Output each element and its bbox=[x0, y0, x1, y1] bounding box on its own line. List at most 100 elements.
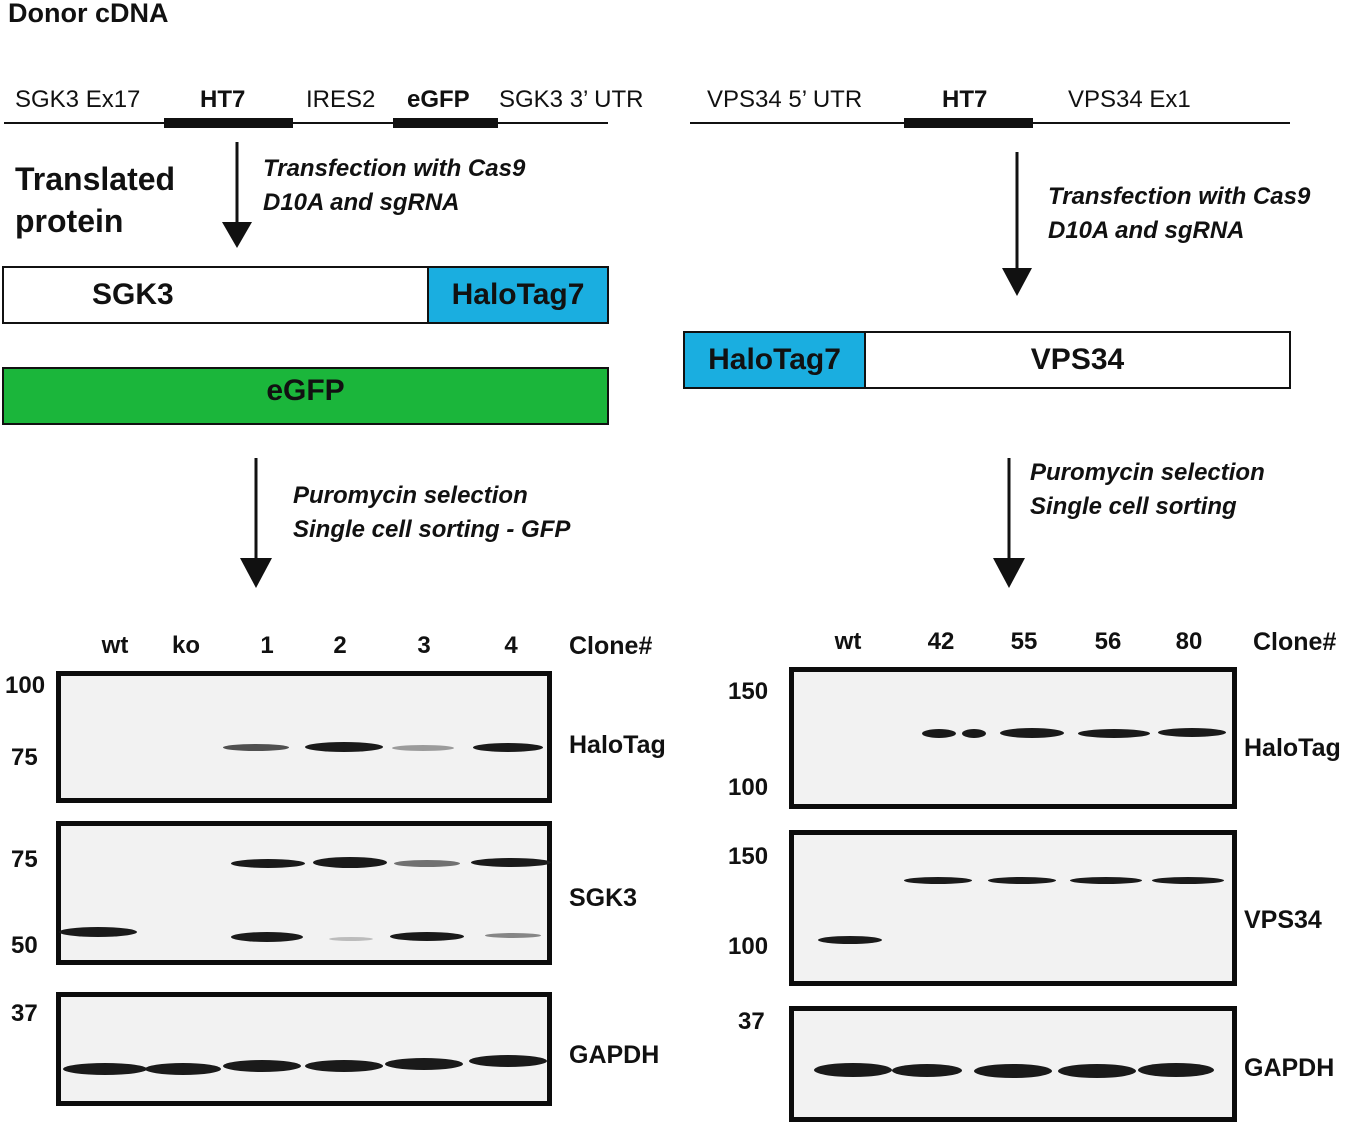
band bbox=[392, 745, 454, 751]
lane-label: 4 bbox=[504, 632, 518, 659]
mw-marker: 75 bbox=[11, 846, 38, 873]
band bbox=[385, 1058, 463, 1070]
lane-label: 42 bbox=[927, 628, 955, 655]
ht7-block bbox=[164, 118, 293, 128]
right-selection-note: Puromycin selection Single cell sorting bbox=[1030, 456, 1265, 524]
note-line-1: Puromycin selection bbox=[1030, 459, 1265, 486]
note-line-1: Transfection with Cas9 bbox=[1048, 183, 1311, 210]
band bbox=[231, 932, 303, 942]
mw-marker: 37 bbox=[11, 1000, 38, 1027]
arrow-down-icon bbox=[1002, 152, 1032, 296]
band bbox=[485, 933, 541, 938]
note-line-2: Single cell sorting - GFP bbox=[293, 516, 571, 543]
arrow-down-icon bbox=[222, 142, 252, 248]
halotag7-box: HaloTag7 bbox=[683, 331, 866, 389]
arrow-down-icon bbox=[993, 458, 1025, 588]
band bbox=[892, 1064, 962, 1077]
band bbox=[231, 859, 305, 868]
egfp-label: eGFP bbox=[266, 374, 345, 407]
sgk3-label: SGK3 bbox=[92, 278, 174, 311]
halotag-blot-panel bbox=[789, 667, 1237, 809]
vps34-protein-box: VPS34 bbox=[864, 331, 1291, 389]
panel-label: VPS34 bbox=[1244, 906, 1322, 934]
lane-label: wt bbox=[101, 632, 129, 659]
mw-marker: 100 bbox=[5, 672, 46, 699]
lane-label: 3 bbox=[417, 632, 431, 659]
segment-sgk3-ex17: SGK3 Ex17 bbox=[15, 86, 141, 113]
heading-line-2: protein bbox=[15, 203, 124, 239]
band bbox=[63, 1063, 147, 1075]
note-line-2: D10A and sgRNA bbox=[263, 189, 460, 216]
mw-marker: 100 bbox=[728, 774, 769, 801]
mw-marker: 100 bbox=[728, 933, 769, 960]
halotag7-label: HaloTag7 bbox=[708, 343, 841, 376]
band bbox=[988, 877, 1056, 884]
band bbox=[471, 858, 551, 867]
band bbox=[223, 1060, 301, 1072]
clone-header: Clone# bbox=[1253, 628, 1337, 656]
egfp-protein-box: eGFP bbox=[2, 367, 609, 425]
band bbox=[394, 860, 460, 867]
band bbox=[814, 1063, 892, 1077]
panel-label: HaloTag bbox=[1244, 734, 1341, 762]
halotag7-box: HaloTag7 bbox=[427, 266, 609, 324]
segment-vps34-5utr: VPS34 5’ UTR bbox=[707, 86, 863, 113]
segment-ht7: HT7 bbox=[200, 86, 246, 113]
sgk3-blot-panel bbox=[56, 821, 552, 965]
band bbox=[1000, 728, 1064, 738]
arrow-down-icon bbox=[240, 458, 272, 588]
segment-ht7: HT7 bbox=[942, 86, 988, 113]
band bbox=[469, 1055, 547, 1067]
left-selection-note: Puromycin selection Single cell sorting … bbox=[293, 479, 570, 547]
band bbox=[904, 877, 972, 884]
segment-ires2: IRES2 bbox=[306, 86, 376, 113]
heading-line-1: Translated bbox=[15, 161, 176, 197]
lane-label: 80 bbox=[1175, 628, 1203, 655]
lane-label: 56 bbox=[1094, 628, 1122, 655]
band bbox=[1070, 877, 1142, 884]
sgk3-protein-box: SGK3 bbox=[2, 266, 429, 324]
band bbox=[1158, 728, 1226, 737]
segment-sgk3-3utr: SGK3 3’ UTR bbox=[499, 86, 644, 113]
mw-marker: 37 bbox=[738, 1008, 765, 1035]
vps34-blot-panel bbox=[789, 830, 1237, 986]
band bbox=[1138, 1063, 1214, 1077]
lane-label: wt bbox=[834, 628, 862, 655]
band bbox=[223, 744, 289, 751]
lane-label: 1 bbox=[260, 632, 274, 659]
note-line-2: Single cell sorting bbox=[1030, 493, 1237, 520]
halotag7-label: HaloTag7 bbox=[451, 278, 585, 311]
mw-marker: 50 bbox=[11, 932, 38, 959]
translated-protein-heading: Translated protein bbox=[15, 158, 175, 242]
band bbox=[329, 937, 373, 941]
left-transfection-note: Transfection with Cas9 D10A and sgRNA bbox=[263, 152, 525, 220]
halotag-blot-panel bbox=[56, 671, 552, 803]
segment-egfp: eGFP bbox=[407, 86, 470, 113]
band bbox=[1078, 729, 1150, 738]
band bbox=[473, 743, 543, 752]
panel-label: GAPDH bbox=[569, 1041, 660, 1069]
band bbox=[922, 729, 956, 738]
band bbox=[59, 927, 137, 937]
mw-marker: 150 bbox=[728, 678, 769, 705]
mw-marker: 75 bbox=[11, 744, 38, 771]
band bbox=[962, 729, 986, 738]
band bbox=[145, 1063, 221, 1075]
gapdh-blot-panel bbox=[56, 992, 552, 1106]
egfp-block bbox=[393, 118, 498, 128]
lane-label: 55 bbox=[1010, 628, 1038, 655]
segment-vps34-ex1: VPS34 Ex1 bbox=[1068, 86, 1191, 113]
band bbox=[305, 742, 383, 752]
lane-label: ko bbox=[171, 632, 201, 659]
figure-title: Donor cDNA bbox=[8, 0, 169, 28]
band bbox=[313, 857, 387, 868]
lane-label: 2 bbox=[333, 632, 347, 659]
panel-label: GAPDH bbox=[1244, 1054, 1335, 1082]
band bbox=[1058, 1064, 1136, 1078]
panel-label: SGK3 bbox=[569, 884, 638, 912]
gapdh-blot-panel bbox=[789, 1006, 1237, 1122]
note-line-2: D10A and sgRNA bbox=[1048, 217, 1245, 244]
dna-line bbox=[4, 122, 608, 124]
mw-marker: 150 bbox=[728, 843, 769, 870]
band bbox=[305, 1060, 383, 1072]
